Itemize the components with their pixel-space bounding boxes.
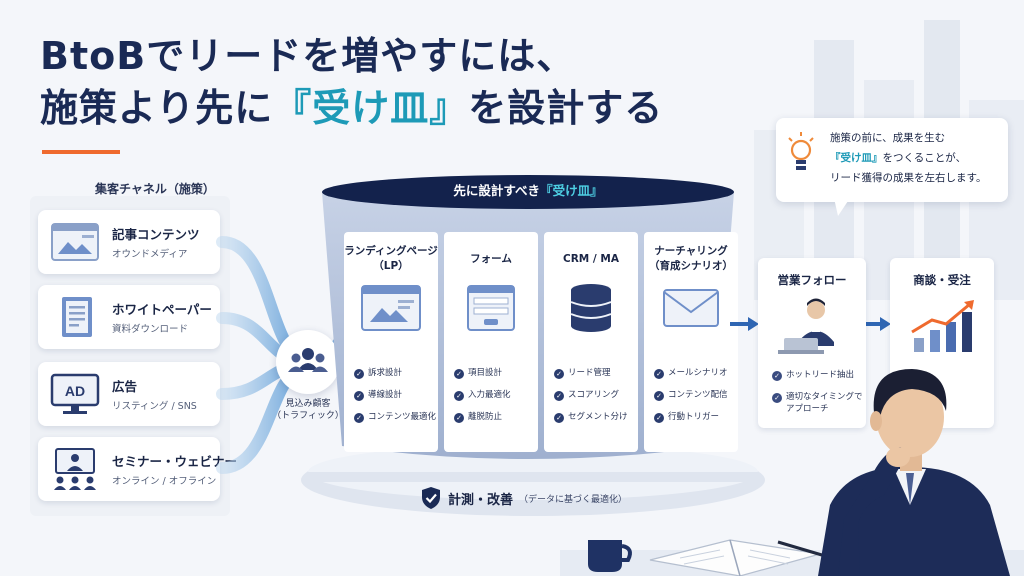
measure-sub: （データに基づく最適化） — [519, 494, 628, 505]
column-item: ✓コンテンツ最適化 — [354, 410, 436, 423]
channel-name: 広告 — [112, 379, 138, 394]
bubble-line3: リード獲得の成果を左右します。 — [830, 172, 987, 184]
column-item: ✓リード管理 — [554, 366, 611, 379]
column-item: ✓セグメント分け — [554, 410, 628, 423]
bubble-line2-post: をつくることが、 — [882, 152, 967, 164]
bubble-tail — [834, 198, 850, 216]
channels-heading: 集客チャネル（施策） — [95, 182, 215, 196]
column-title: ナーチャリング — [654, 245, 728, 257]
webinar-icon — [54, 448, 96, 490]
shield-check-icon — [422, 487, 440, 509]
bowl-column-lp: ランディングページ （LP） ✓訴求設計 ✓導線設計 ✓コンテンツ最適化 — [344, 232, 438, 452]
bubble-line2: 『受け皿』をつくることが、 — [830, 150, 966, 165]
column-item: ✓コンテンツ配信 — [654, 388, 728, 401]
channel-sub: 資料ダウンロード — [112, 324, 189, 335]
document-icon — [62, 297, 92, 337]
column-item: ✓訴求設計 — [354, 366, 402, 379]
sales-person-icon — [778, 298, 834, 354]
growth-chart-icon — [911, 300, 974, 352]
deal-title: 商談・受注 — [913, 273, 971, 287]
bubble-accent: 『受け皿』 — [830, 152, 883, 164]
bowl-label-pre: 先に設計すべき — [453, 183, 541, 198]
sales-follow-item: アプローチ — [786, 404, 829, 414]
sales-follow-card: 営業フォロー ✓ホットリード抽出 ✓適切なタイミングで アプローチ — [758, 258, 866, 428]
arrow-right-icon — [862, 317, 891, 331]
sales-follow-title: 営業フォロー — [777, 273, 847, 287]
traffic-node — [276, 330, 340, 394]
page-title: BtoBでリードを増やすには、 施策より先に『受け皿』を設計する — [40, 30, 663, 134]
title-line-2: 施策より先に『受け皿』を設計する — [40, 82, 663, 134]
column-item: ✓項目設計 — [454, 366, 502, 379]
channel-name: 記事コンテンツ — [112, 227, 200, 242]
insight-bubble: 施策の前に、成果を生む 『受け皿』をつくることが、 リード獲得の成果を左右します… — [776, 118, 1008, 202]
bowl-column-crm: CRM / MA ✓リード管理 ✓スコアリング ✓セグメント分け — [544, 232, 638, 452]
database-icon — [570, 284, 612, 332]
form-icon — [467, 285, 515, 331]
channel-card-article: 記事コンテンツ オウンドメディア — [38, 210, 220, 274]
column-item: ✓行動トリガー — [654, 410, 719, 423]
bowl-column-form: フォーム ✓項目設計 ✓入力最適化 ✓離脱防止 — [444, 232, 538, 452]
mail-icon — [663, 289, 719, 327]
title-accent: 『受け皿』 — [273, 86, 469, 130]
traffic-label-line2: （トラフィック） — [272, 411, 344, 421]
traffic-label: 見込み顧客 （トラフィック） — [262, 398, 354, 422]
title-line-2-post: を設計する — [468, 86, 664, 130]
measure-pedestal — [301, 444, 765, 516]
column-item: ✓離脱防止 — [454, 410, 502, 423]
mug-icon — [588, 540, 622, 572]
column-title: CRM / MA — [563, 253, 619, 265]
channel-sub: オンライン / オフライン — [112, 476, 217, 487]
landing-page-icon — [361, 285, 421, 331]
traffic-label-line1: 見込み顧客 — [285, 399, 331, 409]
channel-name: ホワイトペーパー — [112, 302, 212, 317]
column-title: フォーム — [470, 253, 512, 265]
ad-monitor-icon: AD — [50, 373, 100, 414]
channel-card-webinar: セミナー・ウェビナー オンライン / オフライン — [38, 437, 237, 501]
channel-card-ads: AD 広告 リスティング / SNS — [38, 362, 220, 426]
channel-sub: オウンドメディア — [112, 249, 188, 260]
column-item: ✓入力最適化 — [454, 388, 511, 401]
bowl-label-accent: 『受け皿』 — [540, 183, 603, 198]
title-underline — [42, 150, 120, 154]
arrow-right-icon — [730, 317, 759, 331]
sales-follow-item: ✓適切なタイミングで — [772, 392, 863, 403]
bowl-label: 先に設計すべき『受け皿』 — [398, 180, 658, 199]
title-line-1: BtoBでリードを増やすには、 — [40, 34, 576, 78]
column-title-sub: （育成シナリオ） — [649, 260, 733, 272]
column-item: ✓スコアリング — [554, 388, 619, 401]
title-line-2-pre: 施策より先に — [40, 86, 274, 130]
channel-card-whitepaper: ホワイトペーパー 資料ダウンロード — [38, 285, 220, 349]
article-icon — [51, 223, 99, 261]
thinking-businessman — [818, 369, 1010, 576]
channel-name: セミナー・ウェビナー — [112, 454, 238, 469]
lightbulb-icon — [788, 132, 814, 170]
column-item: ✓メールシナリオ — [654, 366, 728, 379]
bubble-line1: 施策の前に、成果を生む — [830, 132, 946, 144]
ad-icon-text: AD — [65, 383, 85, 399]
measure-section: 計測・改善 （データに基づく最適化） — [420, 486, 627, 510]
column-title: ランディングページ — [344, 245, 438, 257]
column-title-sub: （LP） — [373, 260, 409, 272]
bowl-column-nurturing: ナーチャリング （育成シナリオ） ✓メールシナリオ ✓コンテンツ配信 ✓行動トリ… — [644, 232, 738, 452]
measure-label: 計測・改善 — [448, 492, 514, 508]
sales-follow-item: ✓ホットリード抽出 — [772, 370, 854, 381]
people-icon — [288, 348, 328, 372]
column-item: ✓導線設計 — [354, 388, 402, 401]
channel-sub: リスティング / SNS — [112, 401, 197, 412]
